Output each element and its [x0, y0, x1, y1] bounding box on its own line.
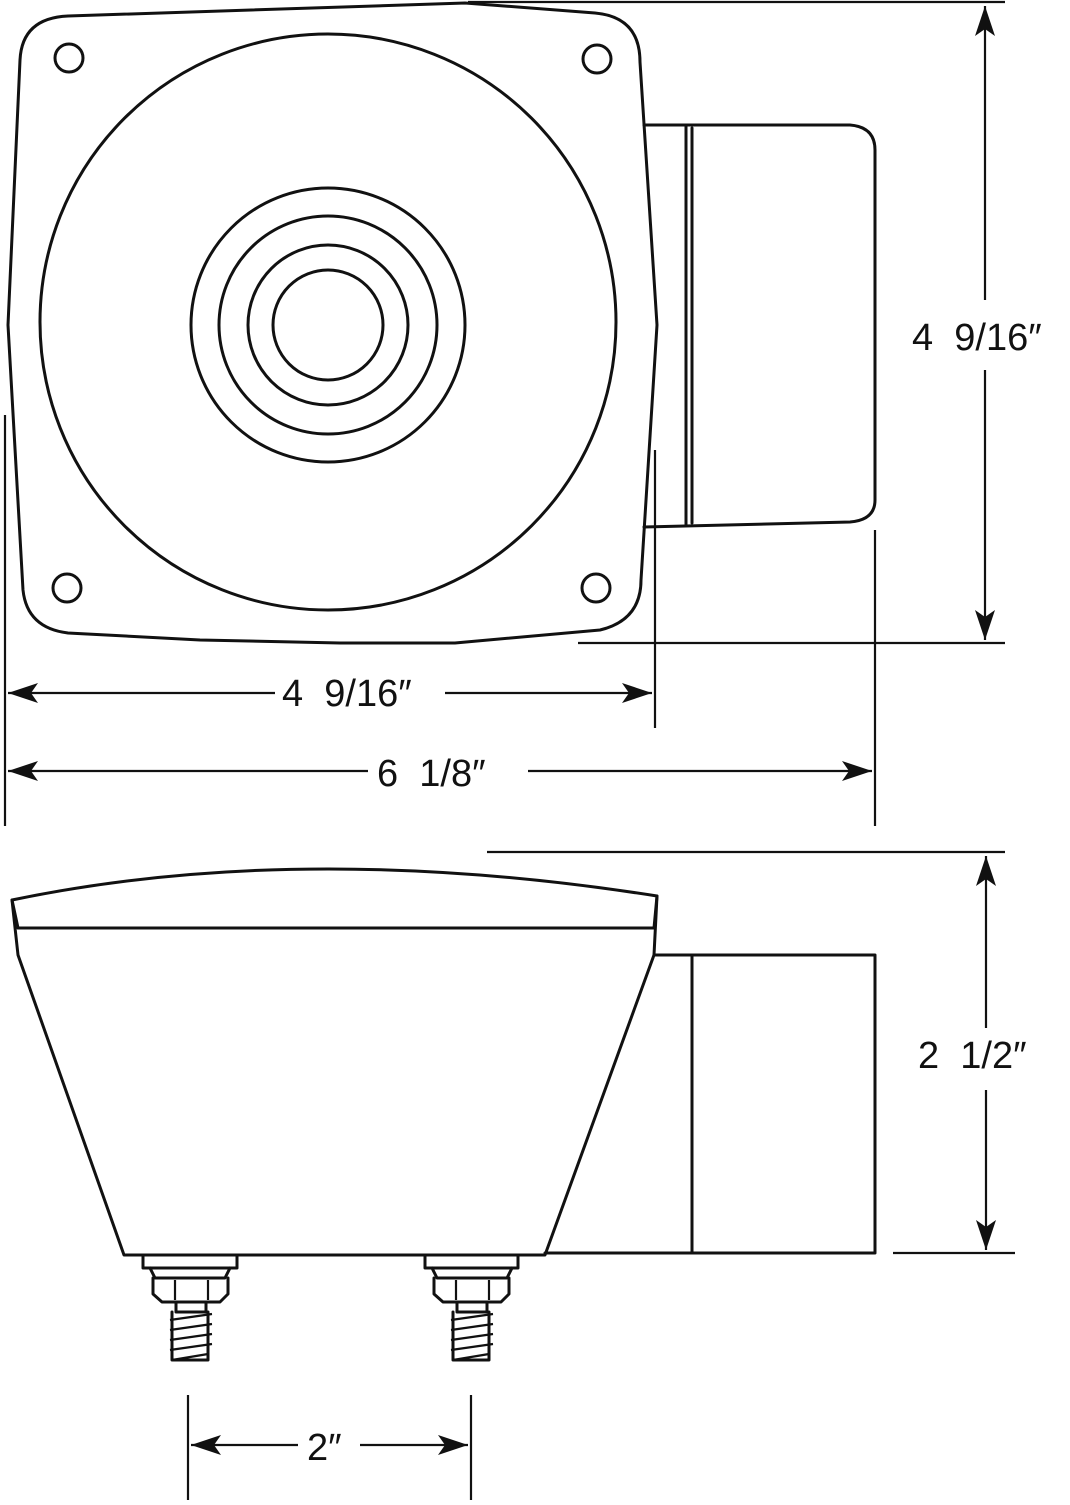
front-dimensions: 4 9/16″ 4 9/16″ 6 1/8″ — [3, 0, 1065, 826]
stud-right — [423, 1253, 520, 1362]
side-dimensions: 2 1/2″ 2″ — [186, 850, 1070, 1500]
front-flange-outline — [6, 1, 659, 645]
lens-outer-circle — [38, 32, 618, 612]
lens-ring-2 — [217, 214, 439, 436]
side-height-label: 2 1/2″ — [918, 1035, 1027, 1077]
mount-hole-top-right — [581, 43, 613, 75]
stud-left — [141, 1253, 239, 1362]
mount-hole-top-left — [53, 42, 85, 74]
mount-hole-bottom-left — [51, 572, 83, 604]
overall-width-label: 6 1/8″ — [377, 753, 486, 795]
front-housing — [642, 123, 877, 529]
front-view — [6, 1, 877, 645]
side-view — [10, 867, 877, 1362]
lens-ring-1 — [189, 186, 467, 464]
lens-center-circle — [271, 268, 385, 382]
lens-ring-3 — [246, 243, 410, 407]
front-height-label: 4 9/16″ — [912, 317, 1042, 359]
stud-spacing-label: 2″ — [307, 1427, 342, 1469]
side-housing — [543, 953, 877, 1255]
mount-hole-bottom-right — [580, 572, 612, 604]
front-width-label: 4 9/16″ — [282, 673, 412, 715]
